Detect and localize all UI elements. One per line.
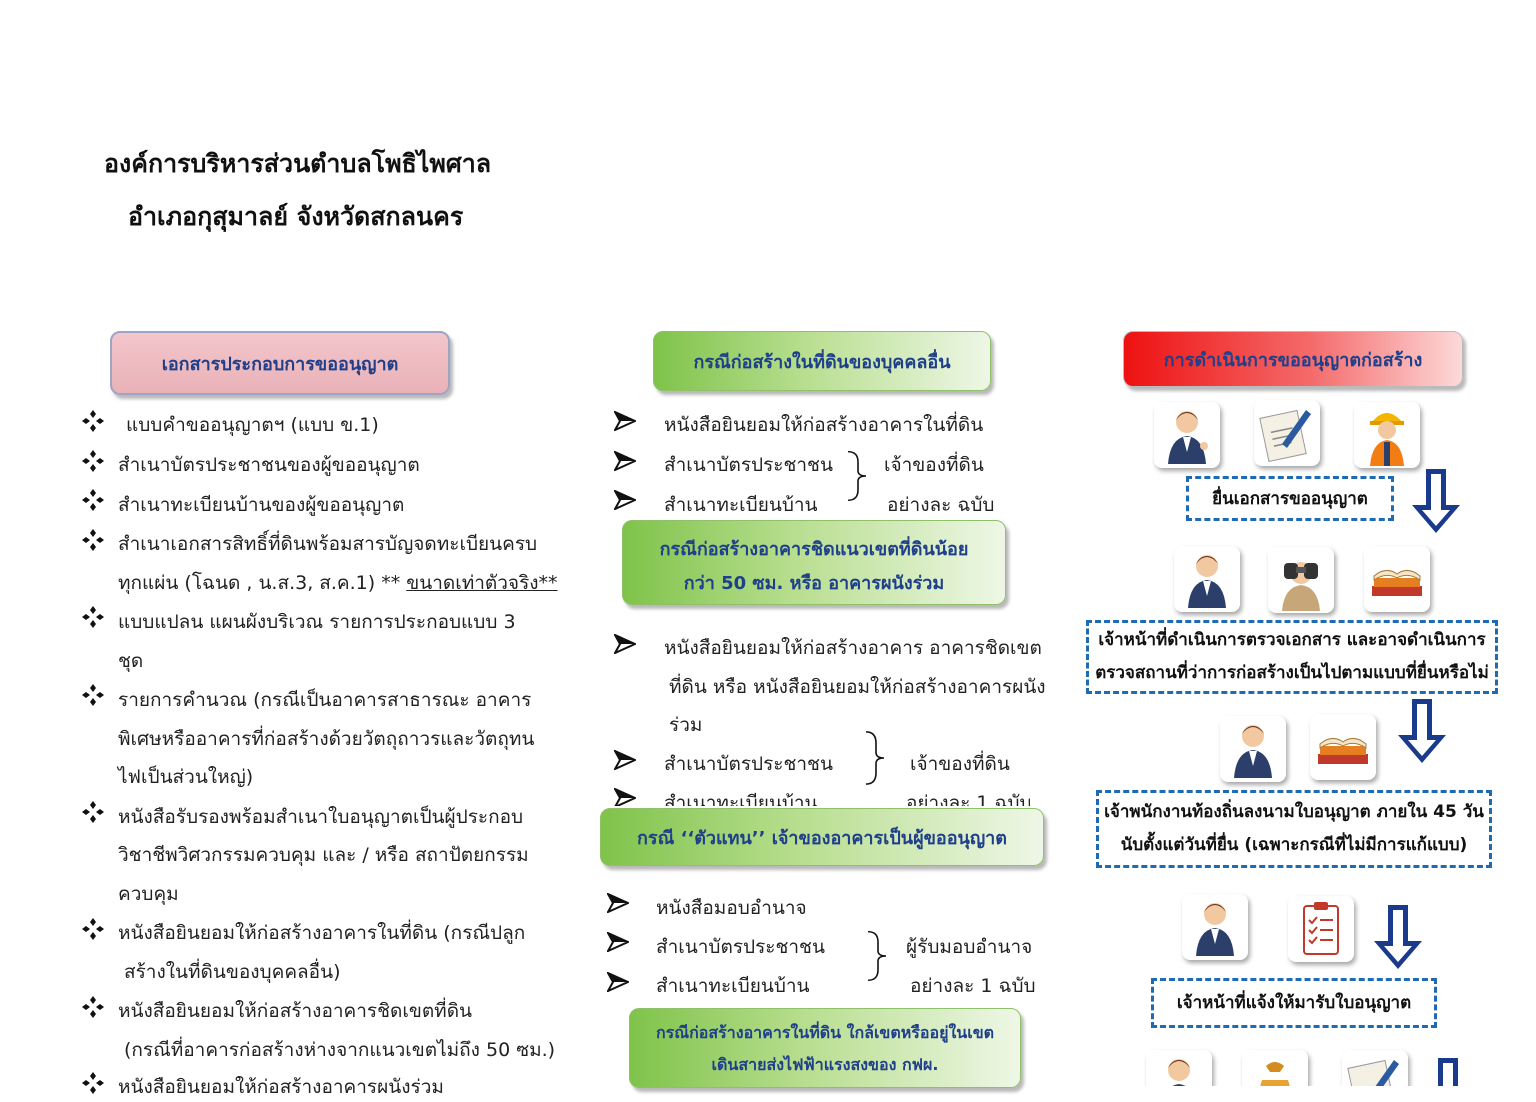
officer-icon xyxy=(1174,546,1240,612)
doc-item-cont: พิเศษหรืออาคารที่ก่อสร้างด้วยวัตถุถาวรแล… xyxy=(118,728,535,750)
brace-icon xyxy=(864,730,886,786)
case-side-label: ผู้รับมอบอำนาจ xyxy=(906,936,1033,958)
bullet-diamond-icon xyxy=(81,449,105,473)
case-item: หนังสือยินยอมให้ก่อสร้างอาคาร อาคารชิดเข… xyxy=(664,637,1042,659)
bullet-diamond-icon xyxy=(81,800,105,824)
bullet-diamond-icon xyxy=(81,488,105,512)
doc-item: หนังสือยินยอมให้ก่อสร้างอาคารผนังร่วม xyxy=(118,1076,444,1098)
doc-item: แบบแปลน แผนผังบริเวณ รายการประกอบแบบ 3 xyxy=(118,611,516,633)
doc-item: แบบคำขออนุญาตฯ (แบบ ข.1) xyxy=(126,414,379,436)
case-item: สำเนาบัตรประชาชน xyxy=(664,454,833,476)
step-pickup-box: เจ้าหน้าที่แจ้งให้มารับใบอนุญาต xyxy=(1151,978,1437,1028)
case-item: สำเนาทะเบียนบ้าน xyxy=(664,494,818,516)
doc-item-cont: ชุด xyxy=(118,650,144,672)
bullet-arrow-icon xyxy=(614,490,636,510)
doc-item-cont: ไฟเป็นส่วนใหญ่) xyxy=(118,766,254,788)
bullet-diamond-icon xyxy=(81,683,105,707)
down-arrow-icon xyxy=(1410,467,1462,535)
doc-item: สำเนาทะเบียนบ้านของผู้ขออนุญาต xyxy=(118,494,405,516)
step-review-line1: เจ้าหน้าที่ดำเนินการตรวจเอกสาร และอาจดำเ… xyxy=(1098,630,1486,650)
doc-item: หนังสือยินยอมให้ก่อสร้างอาคารในที่ดิน (ก… xyxy=(118,922,526,944)
case-item: สำเนาทะเบียนบ้าน xyxy=(664,792,818,806)
case-power-line-heading: กรณีก่อสร้างอาคารในที่ดิน ใกล้เขตหรืออยู… xyxy=(629,1008,1021,1088)
books-icon xyxy=(1364,546,1430,612)
brace-icon xyxy=(846,450,868,502)
doc-item: หนังสือยินยอมให้ก่อสร้างอาคารชิดเขตที่ดิ… xyxy=(118,1000,473,1022)
org-subtitle: อำเภอกุสุมาลย์ จังหวัดสกลนคร xyxy=(128,202,464,231)
case-item-cont: ร่วม xyxy=(669,714,703,736)
case-side-label: เจ้าของที่ดิน xyxy=(910,753,1010,775)
case-item-cont: ที่ดิน หรือ หนังสือยินยอมให้ก่อสร้างอาคา… xyxy=(669,676,1046,698)
down-arrow-icon xyxy=(1396,697,1448,765)
bullet-arrow-icon xyxy=(614,788,636,806)
step-sign-line1: เจ้าพนักงานท้องถิ่นลงนามใบอนุญาต ภายใน 4… xyxy=(1104,802,1484,822)
case-side-label: เจ้าของที่ดิน xyxy=(884,454,984,476)
bullet-diamond-icon xyxy=(81,528,105,552)
next-icons-row xyxy=(1130,1046,1470,1086)
case-boundary-heading-line2: กว่า 50 ซม. หรือ อาคารผนังร่วม xyxy=(683,573,945,594)
binoculars-icon xyxy=(1268,547,1334,613)
bullet-arrow-icon xyxy=(607,932,629,952)
bullet-diamond-icon xyxy=(81,409,105,433)
document-pen-icon xyxy=(1342,1050,1408,1086)
doc-item-cont: ทุกแผ่น (โฉนด , น.ส.3, ส.ค.1) ** ขนาดเท่… xyxy=(118,568,558,598)
case-agent-heading: กรณี ‘‘ตัวแทน’’ เจ้าของอาคารเป็นผู้ขออนุ… xyxy=(600,808,1044,866)
doc-item-cont: วิชาชีพวิศวกรรมควบคุม และ / หรือ สถาปัตย… xyxy=(118,844,529,866)
doc-item-cont: สร้างในที่ดินของบุคคลอื่น) xyxy=(124,961,341,983)
case-side-label: อย่างละ 1 ฉบับ xyxy=(910,975,1036,997)
clipboard-icon xyxy=(1288,896,1354,962)
bullet-arrow-icon xyxy=(614,634,636,654)
case-power-line-heading-line2: เดินสายส่งไฟฟ้าแรงสงของ กฟผ. xyxy=(711,1055,939,1074)
case-item: สำเนาทะเบียนบ้าน xyxy=(656,975,810,997)
doc-item: หนังสือรับรองพร้อมสำเนาใบอนุญาตเป็นผู้ปร… xyxy=(118,806,524,828)
doc-item-emphasis: ขนาดเท่าตัวจริง** xyxy=(406,572,558,594)
brace-icon xyxy=(866,930,888,982)
doc-item-cont: (กรณีที่อาคารก่อสร้างห่างจากแนวเขตไม่ถึง… xyxy=(124,1039,556,1061)
engineer-icon xyxy=(1354,402,1420,468)
doc-item: สำเนาบัตรประชาชนของผู้ขออนุญาต xyxy=(118,454,420,476)
bullet-diamond-icon xyxy=(81,917,105,941)
documents-heading: เอกสารประกอบการขออนุญาต xyxy=(110,331,450,395)
step-sign-line2: นับตั้งแต่วันที่ยื่น (เฉพาะกรณีที่ไม่มีก… xyxy=(1120,835,1468,855)
officer-icon xyxy=(1182,894,1248,960)
bullet-arrow-icon xyxy=(614,451,636,471)
step-submit-box: ยื่นเอกสารขออนุญาต xyxy=(1186,476,1394,521)
case-other-land-heading: กรณีก่อสร้างในที่ดินของบุคคลอื่น xyxy=(653,331,991,391)
doc-item-cont: ควบคุม xyxy=(118,883,179,905)
case-boundary-heading-line1: กรณีก่อสร้างอาคารชิดแนวเขตที่ดินน้อย xyxy=(659,539,969,560)
document-pen-icon xyxy=(1254,400,1320,466)
case-item: หนังสือยินยอมให้ก่อสร้างอาคารในที่ดิน xyxy=(664,414,984,436)
case-item: หนังสือมอบอำนาจ xyxy=(656,897,807,919)
bullet-arrow-icon xyxy=(607,972,629,992)
bullet-diamond-icon xyxy=(81,1071,105,1095)
case-power-line-heading-line1: กรณีก่อสร้างอาคารในที่ดิน ใกล้เขตหรืออยู… xyxy=(655,1023,995,1042)
case-side-label: อย่างละ 1 ฉบับ xyxy=(906,792,1030,806)
down-arrow-icon xyxy=(1422,1056,1470,1086)
officer-icon xyxy=(1154,402,1220,468)
doc-item: รายการคำนวณ (กรณีเป็นอาคารสาธารณะ อาคาร xyxy=(118,689,532,711)
step-review-box: เจ้าหน้าที่ดำเนินการตรวจเอกสาร และอาจดำเ… xyxy=(1086,620,1498,694)
money-bag-icon xyxy=(1242,1050,1308,1086)
clipped-lines: สำเนาทะเบียนบ้าน อย่างละ 1 ฉบับ xyxy=(600,786,1030,806)
case-item: สำเนาบัตรประชาชน xyxy=(664,753,833,775)
doc-item: สำเนาเอกสารสิทธิ์ที่ดินพร้อมสารบัญจดทะเบ… xyxy=(118,533,538,555)
bullet-arrow-icon xyxy=(614,750,636,770)
case-side-label: อย่างละ ฉบับ xyxy=(887,494,995,516)
officer-icon xyxy=(1146,1050,1212,1086)
books-icon xyxy=(1310,714,1376,780)
officer-icon xyxy=(1220,716,1286,782)
down-arrow-icon xyxy=(1372,903,1424,971)
doc-item-text: ทุกแผ่น (โฉนด , น.ส.3, ส.ค.1) ** xyxy=(118,572,401,594)
bullet-arrow-icon xyxy=(614,411,636,431)
bullet-diamond-icon xyxy=(81,605,105,629)
case-boundary-heading: กรณีก่อสร้างอาคารชิดแนวเขตที่ดินน้อย กว่… xyxy=(622,520,1006,605)
bullet-diamond-icon xyxy=(81,995,105,1019)
case-item: สำเนาบัตรประชาชน xyxy=(656,936,825,958)
step-review-line2: ตรวจสถานที่ว่าการก่อสร้างเป็นไปตามแบบที่… xyxy=(1095,663,1489,683)
step-sign-box: เจ้าพนักงานท้องถิ่นลงนามใบอนุญาต ภายใน 4… xyxy=(1096,790,1492,868)
bullet-arrow-icon xyxy=(607,893,629,913)
org-title: องค์การบริหารส่วนตำบลโพธิไพศาล xyxy=(104,149,492,178)
process-heading: การดำเนินการขออนุญาตก่อสร้าง xyxy=(1123,331,1463,387)
